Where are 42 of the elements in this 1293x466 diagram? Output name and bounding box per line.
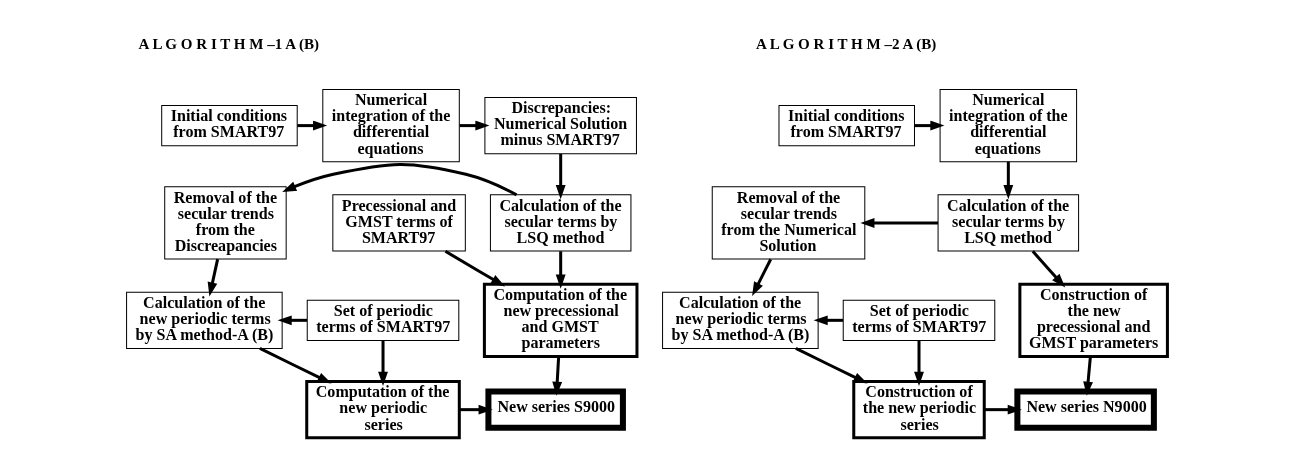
node-box: Initial conditions from SMART97: [778, 105, 915, 147]
arrow: [555, 251, 566, 289]
arrow: [1002, 161, 1013, 200]
arrow: [1031, 250, 1065, 288]
node-box: Construction of the new precessional and GMST parameters: [1017, 282, 1169, 358]
arrow: [258, 347, 332, 384]
node-box: Computation of the new precessional and GMST parameters: [482, 282, 638, 358]
node-box: Removal of the secular trends from the Discreapancies: [163, 186, 287, 260]
arrow: [459, 404, 493, 415]
arrow: [296, 120, 327, 131]
node-box: Set of periodic terms of SMART97: [306, 299, 459, 341]
arrow: [377, 340, 388, 386]
node-box: Construction of the new periodic series: [851, 380, 986, 440]
node-box: Discrepancies: Numerical Solution minus SMART97: [483, 97, 637, 155]
label: A L G O R I T H M –2 A (B): [755, 35, 936, 52]
node-box: Initial conditions from SMART97: [160, 105, 298, 147]
arrow: [794, 347, 868, 384]
arrow: [555, 153, 566, 200]
node-box: Calculation of the new periodic terms by SA method-A (B): [125, 291, 283, 349]
node-box: Calculation of the secular terms by LSQ method: [489, 194, 631, 252]
arrow: [444, 250, 505, 287]
label: A L G O R I T H M –1 A (B): [138, 35, 319, 52]
node-box: Set of periodic terms of SMART97: [842, 299, 995, 341]
node-box: New series N9000: [1013, 388, 1157, 431]
node-box: Calculation of the secular terms by LSQ method: [937, 194, 1079, 252]
arrow: [551, 356, 562, 396]
arrow: [281, 163, 517, 197]
arrow: [913, 340, 924, 386]
node-box: Precessional and GMST terms of SMART97: [331, 194, 466, 252]
arrow: [207, 258, 219, 297]
node-box: Numerical integration of the differential equations: [939, 88, 1077, 163]
arrow: [859, 218, 938, 228]
node-box: New series S9000: [484, 388, 626, 431]
arrow: [813, 315, 843, 326]
node-box: Numerical integration of the differential equations: [321, 88, 460, 163]
arrow: [983, 404, 1022, 415]
node-box: Calculation of the new periodic terms by SA method-A (B): [661, 291, 819, 349]
arrow: [277, 315, 307, 326]
arrow: [751, 258, 772, 297]
arrow: [1082, 356, 1093, 396]
node-box: Removal of the secular trends from the Numerical Solution: [711, 186, 865, 260]
node-box: Computation of the new periodic series: [304, 380, 461, 440]
